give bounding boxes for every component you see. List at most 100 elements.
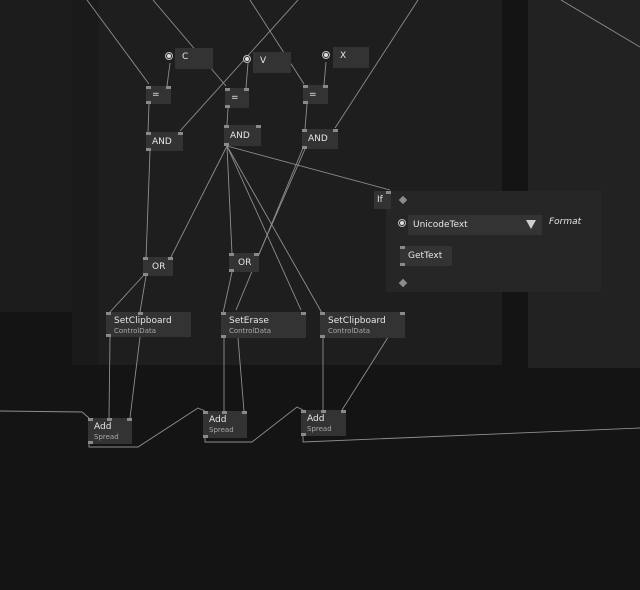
input-pin[interactable]: [107, 418, 112, 421]
equals-label: =: [231, 93, 239, 103]
or-label: OR: [238, 257, 252, 268]
input-pin[interactable]: [146, 132, 151, 135]
equals-node-v[interactable]: =: [225, 88, 249, 108]
input-pin[interactable]: [333, 129, 338, 132]
input-pin[interactable]: [166, 86, 171, 89]
input-pin[interactable]: [400, 312, 405, 315]
input-pin[interactable]: [229, 253, 234, 256]
control-data-label: ControlData: [114, 327, 157, 335]
input-pin[interactable]: [320, 312, 325, 315]
if-label: If: [377, 195, 383, 205]
key-c-pin[interactable]: [165, 52, 173, 60]
add-label: Add: [94, 422, 112, 432]
key-x-node[interactable]: X: [333, 47, 369, 68]
add-spread-node-3[interactable]: Add Spread: [301, 410, 346, 436]
input-pin[interactable]: [127, 418, 132, 421]
input-pin[interactable]: [242, 411, 247, 414]
add-spread-node-2[interactable]: Add Spread: [203, 411, 247, 438]
input-pin[interactable]: [256, 125, 261, 128]
set-clipboard-node-1[interactable]: SetClipboard ControlData: [106, 312, 191, 337]
add-spread-node-1[interactable]: Add Spread: [88, 418, 132, 444]
set-erase-node[interactable]: SetErase ControlData: [221, 312, 306, 338]
and-label: AND: [230, 130, 250, 141]
if-node[interactable]: If: [374, 191, 391, 209]
output-pin[interactable]: [303, 101, 308, 104]
input-pin[interactable]: [143, 257, 148, 260]
spread-label: Spread: [307, 425, 332, 433]
input-pin[interactable]: [301, 410, 306, 413]
background-region-left: [0, 0, 72, 312]
input-pin[interactable]: [168, 257, 173, 260]
output-pin[interactable]: [221, 335, 226, 338]
key-v-pin[interactable]: [243, 55, 251, 63]
get-text-node[interactable]: GetText: [400, 246, 452, 266]
output-pin[interactable]: [225, 105, 230, 108]
key-v-node[interactable]: V: [253, 52, 291, 73]
input-pin[interactable]: [303, 85, 308, 88]
if-subpatch-region: [386, 191, 601, 292]
or-node-1[interactable]: OR: [143, 257, 173, 276]
output-pin[interactable]: [88, 441, 93, 444]
input-pin[interactable]: [146, 86, 151, 89]
input-pin[interactable]: [203, 411, 208, 414]
input-pin[interactable]: [400, 246, 405, 249]
output-pin[interactable]: [143, 273, 148, 276]
add-label: Add: [209, 415, 227, 425]
and-node-2[interactable]: AND: [224, 125, 261, 146]
input-pin[interactable]: [244, 88, 249, 91]
key-x-pin[interactable]: [322, 51, 330, 59]
output-pin[interactable]: [146, 101, 151, 104]
input-pin[interactable]: [323, 85, 328, 88]
input-pin[interactable]: [301, 312, 306, 315]
output-pin[interactable]: [229, 269, 234, 272]
key-x-label: X: [340, 51, 347, 61]
equals-node-c[interactable]: =: [146, 86, 171, 104]
input-pin[interactable]: [106, 312, 111, 315]
unicode-text-label: UnicodeText: [413, 220, 468, 230]
input-pin[interactable]: [222, 411, 227, 414]
or-node-2[interactable]: OR: [229, 253, 259, 272]
output-pin[interactable]: [203, 435, 208, 438]
set-clipboard-node-2[interactable]: SetClipboard ControlData: [320, 312, 405, 338]
control-data-label: ControlData: [328, 327, 371, 335]
key-c-label: C: [182, 52, 189, 62]
input-pin[interactable]: [178, 132, 183, 135]
background-region-right: [528, 0, 640, 368]
dropdown-arrow-icon[interactable]: [526, 220, 536, 229]
input-pin[interactable]: [138, 312, 143, 315]
and-node-3[interactable]: AND: [302, 129, 338, 149]
input-pin[interactable]: [254, 253, 259, 256]
input-pin[interactable]: [225, 88, 230, 91]
equals-label: =: [152, 90, 160, 100]
set-erase-label: SetErase: [229, 316, 269, 326]
input-pin[interactable]: [224, 125, 229, 128]
or-label: OR: [152, 261, 166, 272]
output-pin[interactable]: [106, 334, 111, 337]
input-pin[interactable]: [88, 418, 93, 421]
input-pin[interactable]: [321, 410, 326, 413]
output-pin[interactable]: [320, 335, 325, 338]
add-label: Add: [307, 414, 325, 424]
key-c-node[interactable]: C: [175, 48, 213, 69]
equals-node-x[interactable]: =: [303, 85, 328, 104]
output-pin[interactable]: [400, 263, 405, 266]
unicode-text-enum-node[interactable]: UnicodeText: [408, 215, 542, 235]
unicode-text-pin[interactable]: [398, 219, 406, 227]
and-label: AND: [308, 134, 328, 144]
input-pin[interactable]: [341, 410, 346, 413]
input-pin[interactable]: [302, 129, 307, 132]
input-pin[interactable]: [221, 312, 226, 315]
output-pin[interactable]: [302, 146, 307, 149]
output-pin[interactable]: [301, 433, 306, 436]
get-text-label: GetText: [408, 251, 443, 261]
output-pin[interactable]: [224, 143, 229, 146]
input-pin[interactable]: [386, 191, 391, 194]
format-label: Format: [549, 217, 582, 227]
equals-label: =: [309, 89, 317, 100]
output-pin[interactable]: [146, 148, 151, 151]
set-clipboard-label: SetClipboard: [114, 316, 172, 326]
control-data-label: ControlData: [229, 327, 272, 335]
spread-label: Spread: [209, 426, 234, 434]
and-node-1[interactable]: AND: [146, 132, 183, 151]
and-label: AND: [152, 136, 172, 147]
